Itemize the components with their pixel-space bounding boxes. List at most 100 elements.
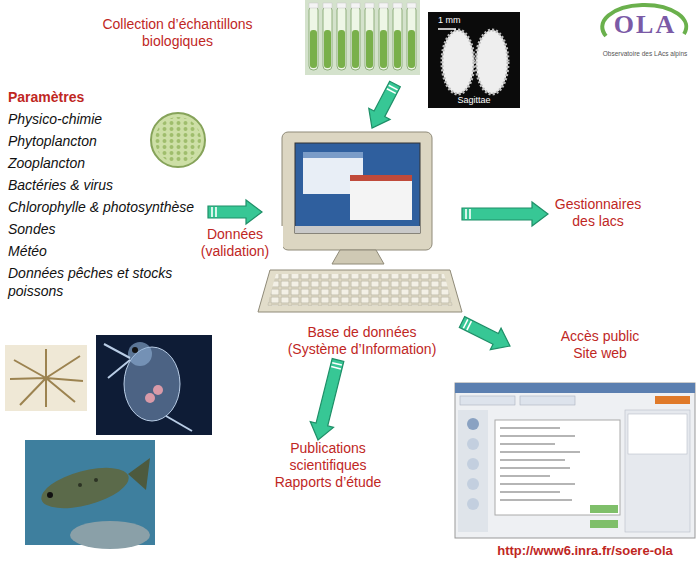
parameter-item: Sondes xyxy=(8,218,208,240)
block-arrow xyxy=(208,200,262,224)
screenshot-tab xyxy=(520,396,575,405)
screenshot-button xyxy=(590,505,618,513)
keyboard-keys xyxy=(267,274,453,306)
daphnia-egg xyxy=(145,393,155,403)
daphnia-photo xyxy=(96,335,212,435)
publication-label: Publications scientifiques xyxy=(263,440,393,474)
arrow-stripe xyxy=(463,319,467,328)
step-marker xyxy=(467,418,479,430)
screenshot-titlebar xyxy=(455,383,695,393)
fish-eye xyxy=(47,492,53,498)
photo-caption: Sagittae xyxy=(457,95,490,106)
diatom-pattern xyxy=(155,117,201,163)
connector-group xyxy=(369,81,401,128)
fish-spot xyxy=(78,483,82,487)
parameter-item: Météo xyxy=(8,240,208,262)
scale-bar xyxy=(438,28,456,30)
scale-label: 1 mm xyxy=(438,15,461,26)
arrow-stripe xyxy=(332,363,342,365)
diatom-needles xyxy=(10,349,83,407)
screen-window xyxy=(350,175,412,220)
arrow-stripe xyxy=(389,85,398,90)
daphnia-head xyxy=(128,342,152,366)
daphnia-egg xyxy=(153,385,163,395)
connector-group xyxy=(462,202,548,226)
logo-letters: OLA xyxy=(614,11,676,39)
fish-spot xyxy=(94,478,98,482)
daphnia-spine xyxy=(166,416,192,431)
keyboard xyxy=(258,270,462,312)
step-marker xyxy=(467,478,479,490)
tubes-photo xyxy=(305,0,420,75)
manager-label: Gestionnaires des lacs xyxy=(548,196,648,230)
arrow-stripe xyxy=(387,89,396,94)
sample-label: Collection d’échantillons biologiques xyxy=(90,16,265,50)
database-computer: Base de données (Système d’Information) xyxy=(262,128,462,360)
parameter-item: Physico-chimie xyxy=(8,108,208,130)
arrow-stripe xyxy=(211,207,213,217)
lake-managers: Gestionnaires des lacs xyxy=(548,196,648,232)
window-bar xyxy=(303,152,363,158)
sample-collection-area: Collection d’échantillons biologiques xyxy=(90,12,420,84)
screenshot-button xyxy=(655,396,690,404)
monitor-stand xyxy=(332,250,384,264)
step-marker xyxy=(467,438,479,450)
block-arrow xyxy=(462,202,548,226)
publications: Publications scientifiquesRapports d’étu… xyxy=(263,440,393,493)
daphnia-antenna xyxy=(104,344,130,378)
test-tubes xyxy=(307,0,419,75)
arrow-stripe xyxy=(465,209,467,219)
diatom-photo xyxy=(5,345,87,411)
monitor xyxy=(282,132,432,250)
screen xyxy=(295,143,420,233)
otolith xyxy=(442,30,474,94)
website-label: Site web xyxy=(510,345,690,362)
rock xyxy=(70,521,150,549)
parameter-heading: Paramètres xyxy=(8,86,208,108)
fish-tail xyxy=(128,458,150,490)
otolith xyxy=(476,30,508,94)
screenshot-panel xyxy=(625,410,690,532)
diatom xyxy=(151,113,205,167)
screenshot-tab xyxy=(460,396,515,405)
parameter-item: Bactéries & virus xyxy=(8,174,208,196)
parameter-item: Zooplancton xyxy=(8,152,208,174)
window-bar xyxy=(350,175,412,181)
block-arrow xyxy=(459,317,510,350)
connector-group xyxy=(310,359,344,440)
screenshot-box xyxy=(628,414,687,454)
edge-label: Données (validation) xyxy=(188,226,283,260)
connector-group xyxy=(459,317,510,350)
screenshot-list xyxy=(495,420,620,515)
publication-label: Rapports d’étude xyxy=(263,474,393,491)
parameter-item: Chlorophylle & photosynthèse xyxy=(8,196,208,218)
screenshot-sidebar xyxy=(458,410,488,532)
connector-group xyxy=(208,200,262,224)
parameter-item: Données pêches et stocks poissons xyxy=(8,264,208,300)
block-arrow xyxy=(369,81,401,128)
parameter-list: ParamètresPhysico-chimiePhytoplanctonZoo… xyxy=(8,86,208,302)
arrow-stripe xyxy=(467,321,471,330)
website-url: http://www6.inra.fr/soere-ola xyxy=(497,543,673,559)
website-label: Accès public xyxy=(510,328,690,345)
arrow-stripe xyxy=(331,367,341,369)
fish-body xyxy=(37,460,133,516)
database-label: Base de données (Système d’Information) xyxy=(282,324,442,358)
taskbar xyxy=(295,226,420,233)
screenshot xyxy=(455,383,695,538)
daphnia-eye xyxy=(132,347,138,353)
step-marker xyxy=(467,498,479,510)
screenshot-button xyxy=(590,520,618,528)
arrow-stripe xyxy=(469,209,471,219)
screenshot-text-lines xyxy=(500,428,580,500)
arrow-stripe xyxy=(215,207,217,217)
sagittae-photo xyxy=(428,12,520,108)
logo-subtitle: Observatoire des LAcs alpins xyxy=(603,50,688,58)
step-marker xyxy=(467,458,479,470)
block-arrow xyxy=(310,359,344,440)
public-website: Accès publicSite web xyxy=(510,328,690,364)
parameter-item: Phytoplancton xyxy=(8,130,208,152)
